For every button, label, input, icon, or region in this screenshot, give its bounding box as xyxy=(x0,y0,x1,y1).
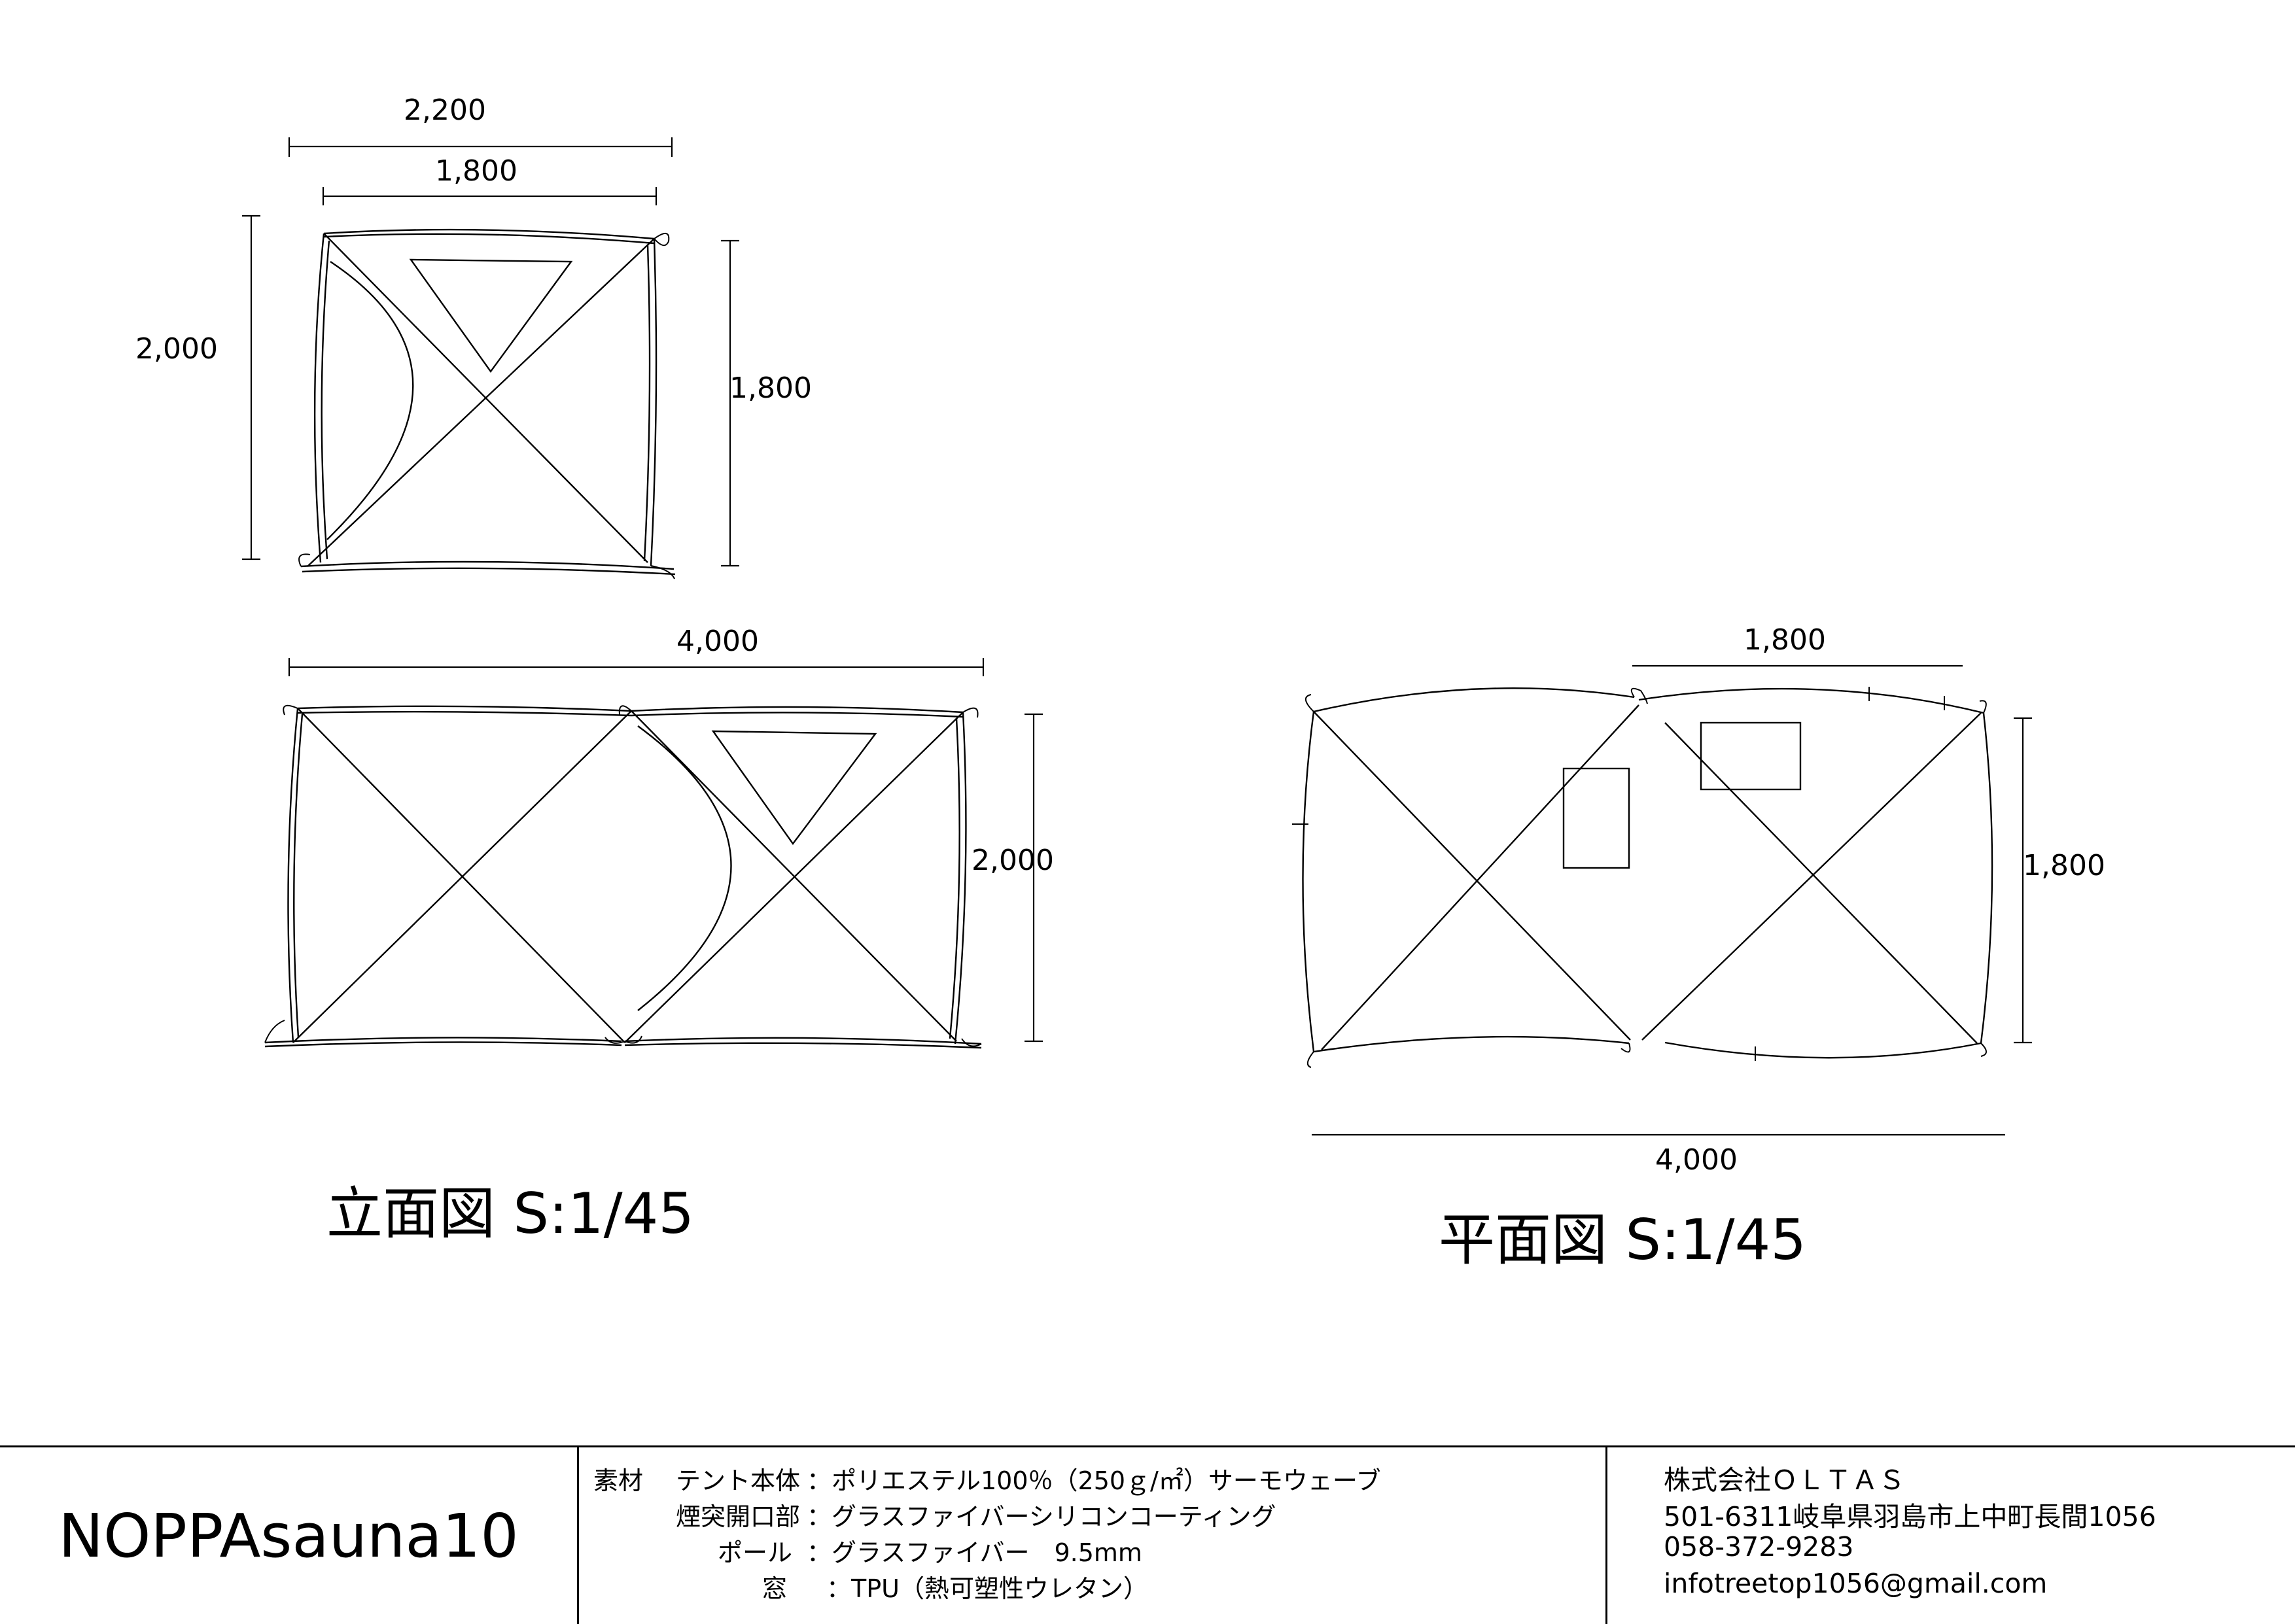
dim-long-width-label: 4,000 xyxy=(676,625,759,658)
dim-long-height-label: 2,000 xyxy=(972,844,1054,877)
material-row: 煙突開口部 ： グラスファイバーシリコンコーティング xyxy=(593,1496,1605,1532)
dim-plan-right-height-label: 1,800 xyxy=(2023,849,2105,882)
plan-window-top xyxy=(1700,721,1802,791)
title-block: NOPPAsauna10 素材 テント本体 ： ポリエステル100％（250ｇ/… xyxy=(0,1445,2295,1624)
material-row: 素材 テント本体 ： ポリエステル100％（250ｇ/㎡）サーモウェーブ xyxy=(593,1460,1605,1496)
elevation-end-view: 2,200 1,800 2,000 1,800 xyxy=(135,94,812,579)
material-separator: ： xyxy=(807,1502,832,1531)
product-name: NOPPAsauna10 xyxy=(58,1500,519,1571)
dim-top-outer-label: 2,200 xyxy=(404,94,486,127)
company-address: 501-6311岐阜県羽島市上中町長間1056 xyxy=(1664,1501,2156,1532)
dim-plan-bottom-width-label: 4,000 xyxy=(1655,1143,1738,1177)
dim-plan-right-height: 1,800 xyxy=(2014,717,2105,1044)
elevation-side-view: 4,000 2,000 xyxy=(264,625,1054,1247)
material-name: ポール xyxy=(718,1538,793,1567)
material-name: 窓 xyxy=(762,1574,788,1603)
company-cell: 株式会社ＯＬＴＡＳ 501-6311岐阜県羽島市上中町長間1056 058-37… xyxy=(1607,1447,2295,1624)
company-email: infotreetop1056@gmail.com xyxy=(1664,1568,2048,1599)
material-separator: ： xyxy=(807,1538,832,1567)
dim-plan-top-width: 1,800 xyxy=(1632,623,1963,667)
material-value: ポリエステル100％（250ｇ/㎡）サーモウェーブ xyxy=(832,1466,1381,1495)
dim-top-inner-label: 1,800 xyxy=(435,154,517,188)
dim-plan-top-width-label: 1,800 xyxy=(1743,623,1826,657)
material-separator: ： xyxy=(807,1466,832,1495)
dim-right-height: 1,800 xyxy=(721,239,812,567)
material-name: テント本体 xyxy=(676,1466,801,1495)
dim-left-height: 2,000 xyxy=(135,215,260,561)
material-row: 窓 ： TPU（熱可塑性ウレタン） xyxy=(593,1568,1605,1604)
dim-top-inner: 1,800 xyxy=(322,154,657,205)
dim-long-height: 2,000 xyxy=(972,713,1054,1043)
company-phone: 058-372-9283 xyxy=(1664,1531,1854,1563)
material-value: グラスファイバー 9.5mm xyxy=(832,1538,1142,1567)
product-name-cell: NOPPAsauna10 xyxy=(0,1447,579,1624)
dim-left-height-label: 2,000 xyxy=(135,332,218,366)
dim-top-outer: 2,200 xyxy=(288,94,673,157)
material-row: ポール ： グラスファイバー 9.5mm xyxy=(593,1532,1605,1568)
side-view-tent xyxy=(264,704,982,1049)
plan-window-left xyxy=(1562,767,1630,869)
plan-tent xyxy=(1292,687,1993,1068)
end-view-tent xyxy=(298,228,676,579)
material-value: グラスファイバーシリコンコーティング xyxy=(832,1502,1276,1531)
materials-cell: 素材 テント本体 ： ポリエステル100％（250ｇ/㎡）サーモウェーブ 煙突開… xyxy=(579,1447,1607,1624)
material-separator: ： xyxy=(826,1574,852,1603)
material-name: 煙突開口部 xyxy=(676,1502,801,1531)
dim-long-width: 4,000 xyxy=(288,625,985,676)
material-value: TPU（熱可塑性ウレタン） xyxy=(851,1574,1148,1603)
company-name: 株式会社ＯＬＴＡＳ xyxy=(1664,1464,1905,1496)
dim-right-height-label: 1,800 xyxy=(729,371,812,405)
plan-caption: 平面図 S:1/45 xyxy=(1439,1207,1806,1273)
materials-heading: 素材 xyxy=(593,1466,644,1495)
dim-plan-bottom-width: 4,000 xyxy=(1312,1133,2005,1177)
elevation-caption: 立面図 S:1/45 xyxy=(326,1181,694,1247)
plan-view: 1,800 1,800 4,000 xyxy=(1292,623,2105,1273)
